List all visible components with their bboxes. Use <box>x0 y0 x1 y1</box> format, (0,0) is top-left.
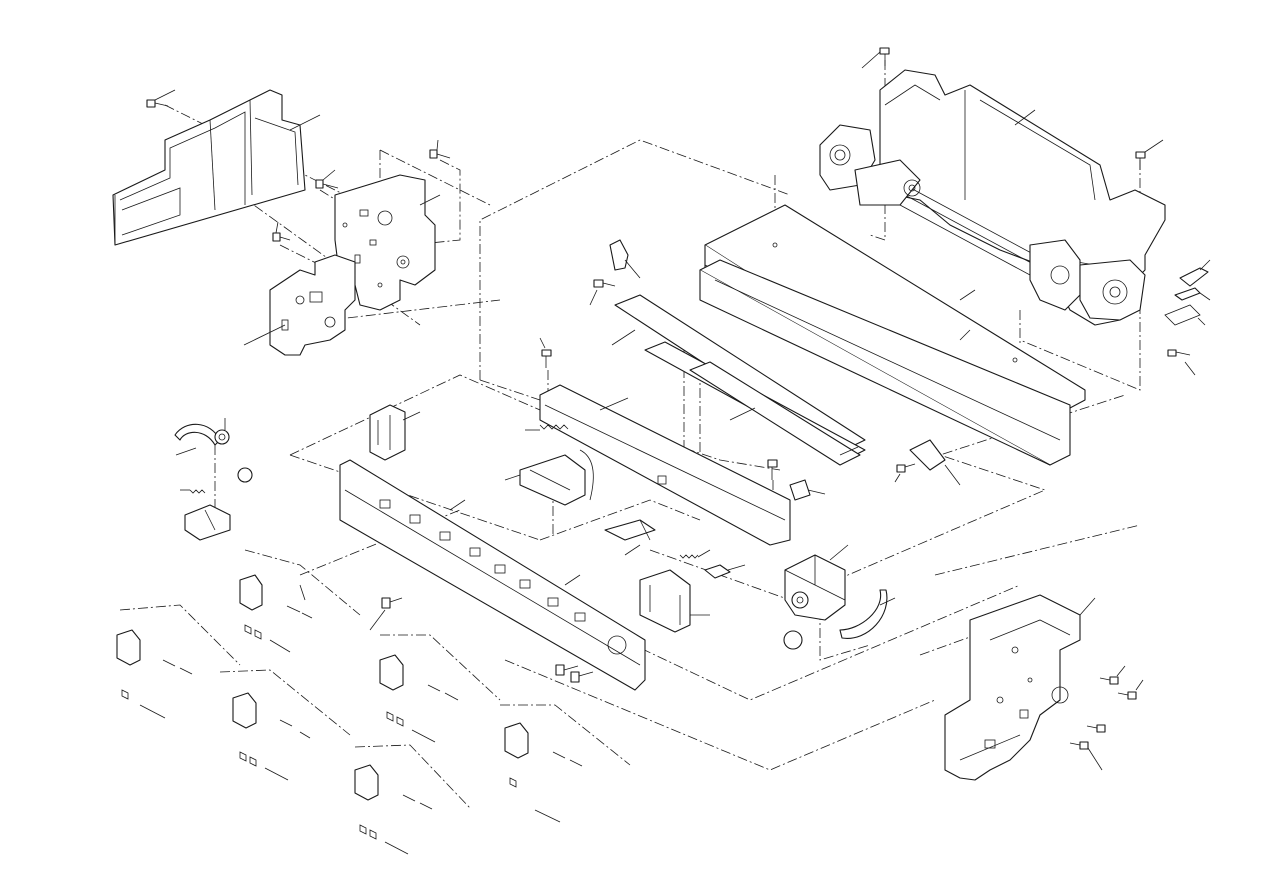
screw-icon <box>589 279 616 306</box>
paper-feed-assembly <box>379 654 459 743</box>
screw-icon <box>1135 139 1164 170</box>
lower-frame-plate <box>699 259 1071 466</box>
screw-icon <box>1069 741 1103 771</box>
screw-icon <box>570 671 594 683</box>
sensor-lever-assembly <box>609 239 641 279</box>
paper-feed-assembly <box>354 764 433 855</box>
paper-feed-assembly <box>704 564 746 579</box>
paper-feed-assembly <box>116 629 193 719</box>
screw-icon <box>1117 679 1144 700</box>
spring-icon <box>180 489 206 494</box>
screw-icon <box>539 337 552 368</box>
paper-feed-assembly <box>232 692 311 781</box>
assembly-guide-lines <box>119 549 631 809</box>
sensor-lever-assembly <box>604 479 826 556</box>
screw-icon <box>315 169 339 189</box>
screw-icon <box>861 47 890 69</box>
tension-pulley-arm <box>184 504 231 541</box>
screw-icon <box>272 221 291 242</box>
paper-feed-assembly <box>239 574 313 653</box>
screw-icon <box>555 664 579 676</box>
screw-icon <box>369 597 403 631</box>
pulley-circle <box>783 630 803 650</box>
center-frame-rail <box>539 384 791 546</box>
front-panel-bracket <box>369 404 421 461</box>
front-panel-bracket <box>339 459 646 691</box>
screw-icon <box>146 89 176 108</box>
right-side-frame <box>944 594 1096 781</box>
screw-icon <box>1099 665 1126 685</box>
screw-icon <box>1167 349 1196 376</box>
paper-guide-sheet <box>611 294 866 466</box>
screw-icon <box>1086 724 1106 733</box>
left-side-frame-lower <box>243 254 356 356</box>
sensor-lever-assembly <box>909 439 961 486</box>
tension-pulley-arm <box>174 418 253 483</box>
timing-belt <box>839 589 896 639</box>
spring-icon <box>525 424 569 431</box>
spring-icon <box>679 549 711 559</box>
platen-unit <box>819 69 1166 326</box>
paper-feed-assembly <box>504 449 594 506</box>
screw-icon <box>429 139 451 159</box>
screw-icon <box>894 463 916 483</box>
rollers <box>1164 259 1211 326</box>
left-side-cover <box>112 89 321 246</box>
front-panel-bracket <box>639 569 710 633</box>
drive-motor <box>784 544 849 621</box>
paper-feed-assembly <box>504 722 583 823</box>
screw-icon <box>767 459 778 480</box>
